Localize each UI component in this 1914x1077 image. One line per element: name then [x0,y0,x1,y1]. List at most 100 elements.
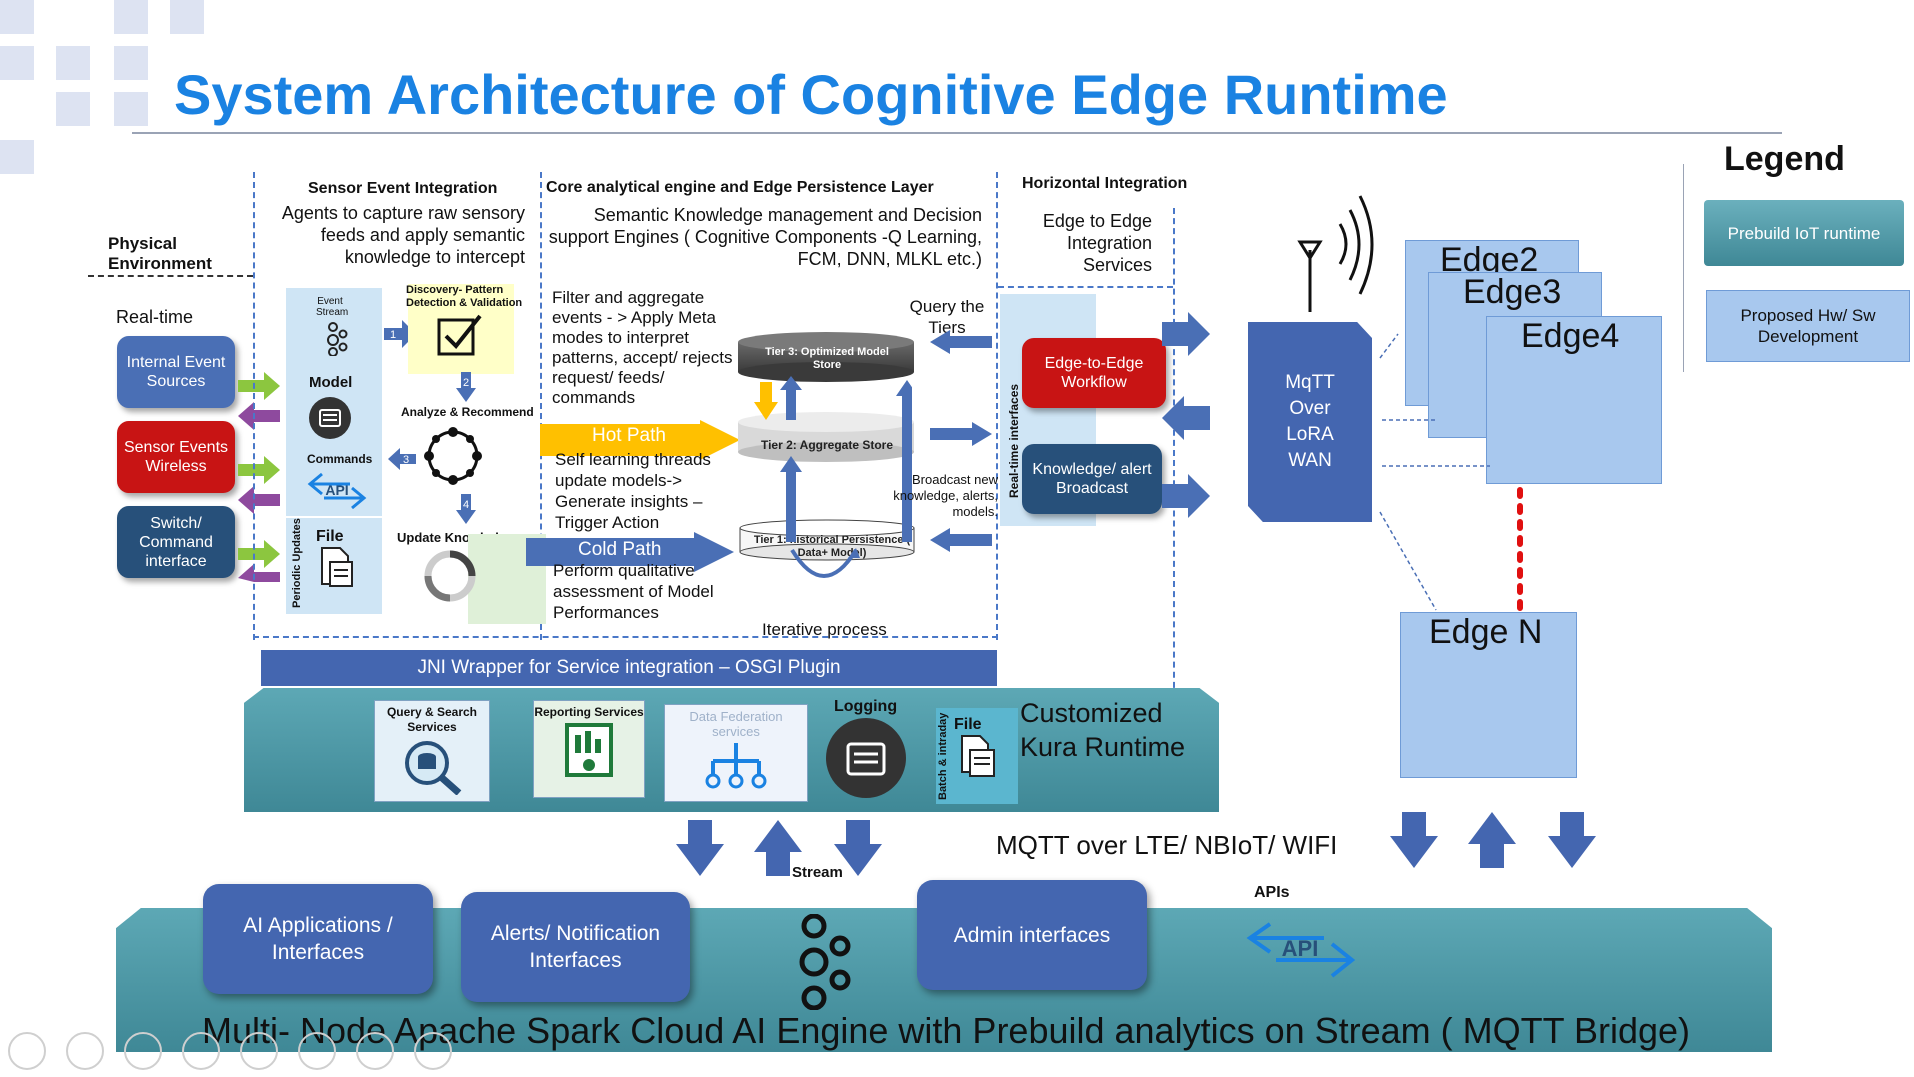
event-stream-label: Event Stream [316,296,349,318]
kura-file-icon [961,735,995,777]
legend-prebuild: Prebuild IoT runtime [1704,200,1904,266]
tier2-label: Tier 2: Aggregate Store [760,438,894,452]
page-title: System Architecture of Cognitive Edge Ru… [174,63,1448,126]
model-label: Model [309,374,353,391]
cycle-icon [424,427,482,485]
edge4-label: Edge4 [1521,317,1620,355]
mqtt-lte-arrows [1390,812,1596,868]
subtitles-icon[interactable] [298,1032,336,1070]
api-icon-label: API [325,482,348,498]
step-arrow-4: 4 [456,494,476,524]
realtime-interfaces-label: Real-time interfaces [1007,383,1021,498]
analyze-label: Analyze & Recommend [401,405,534,419]
source-sensor-events: Sensor Events Wireless [117,421,235,493]
iterative-label: Iterative process [762,620,887,639]
filter-text: Filter and aggregate events - > Apply Me… [552,288,733,407]
batch-intraday-label: Batch & intraday [937,712,949,800]
core-desc: Semantic Knowledge management and Decisi… [548,205,982,269]
step-arrow-2: 2 [456,372,476,402]
svg-text:3: 3 [403,454,409,466]
step-arrow-3: 3 [388,448,416,470]
query-search-service: Query & Search Services [374,700,490,802]
cold-path-arrow [526,532,734,572]
camera-icon[interactable] [356,1032,394,1070]
iterative-loop-icon [790,548,860,578]
tier3-label: Tier 3: Optimized Model Store [765,346,889,371]
reporting-label: Reporting Services [534,705,644,719]
stream-arrows [676,820,882,876]
commands-label: Commands [307,452,373,466]
legend-proposed: Proposed Hw/ Sw Development [1706,290,1910,362]
more-options-icon[interactable] [414,1032,452,1070]
edge-workflow-box: Edge-to-Edge Workflow [1022,338,1166,408]
sensor-desc: Agents to capture raw sensory feeds and … [281,203,525,267]
query-tiers-label: Query the Tiers [909,297,985,337]
cold-path-text: Perform qualitative assessment of Model … [553,561,714,622]
svg-text:2: 2 [463,377,469,389]
kafka-icon [327,322,348,356]
logging-icon [826,718,906,798]
knowledge-broadcast-box: Knowledge/ alert Broadcast [1022,444,1162,514]
hot-path-text: Self learning threads update models-> Ge… [555,450,711,532]
report-icon [565,723,613,777]
alerts-notification-button: Alerts/ Notification Interfaces [461,892,690,1002]
core-to-realtime-arrows [930,330,992,552]
file-icon [321,547,353,587]
mqtt-lora-label: MqTT Over LoRA WAN [1285,372,1335,471]
cold-path-label: Cold Path [578,539,662,560]
reporting-service: Reporting Services [533,700,645,798]
loading-icon [424,550,476,602]
periodic-updates-label: Periodic Updates [291,518,303,608]
edgeN-box: Edge N [1400,612,1577,778]
title-divider [132,132,1782,134]
jni-wrapper-bar: JNI Wrapper for Service integration – OS… [261,650,997,686]
core-header: Core analytical engine and Edge Persiste… [546,179,934,196]
ai-applications-button: AI Applications / Interfaces [203,884,433,994]
kura-file-label: File [954,716,982,733]
antenna-icon [1297,195,1374,312]
slides-icon[interactable] [182,1032,220,1070]
persistence-tiers [738,332,915,561]
data-federation-service: Data Federation services [664,704,808,802]
mqtt-lora-box: MqTT Over LoRA WAN [1248,322,1372,522]
broadcast-new-label: Broadcast new knowledge, alerts, models. [893,472,998,519]
discovery-label: Discovery- Pattern Detection & Validatio… [406,284,523,309]
model-icon [309,397,351,439]
zoom-icon[interactable] [240,1032,278,1070]
sensor-header: Sensor Event Integration [308,180,498,197]
kafka-cloud-icon [799,914,851,1010]
cloud-api-icon: API [1246,922,1356,978]
cloud-api-icon-label: API [1282,936,1319,961]
api-icon: API [307,472,367,510]
realtime-label: Real-time [116,307,194,327]
horizontal-arrows [1162,312,1210,518]
hot-path-arrow [540,420,740,460]
stream-label: Stream [792,864,843,881]
prev-slide-icon[interactable] [8,1032,46,1070]
next-slide-icon[interactable] [66,1032,104,1070]
logging-label: Logging [834,698,898,715]
search-database-icon [405,741,462,796]
horizontal-desc: Edge to Edge Integration Services [1042,211,1152,275]
horizontal-header: Horizontal Integration [1022,175,1188,192]
file-label: File [316,528,344,545]
network-icon [705,743,767,789]
edgeN-label: Edge N [1429,613,1543,651]
svg-text:4: 4 [463,499,469,511]
edge4-box: Edge4 [1486,316,1662,484]
physical-environment-label: Physical Environment [108,234,212,273]
source-arrows [238,372,280,582]
source-internal-events: Internal Event Sources [117,336,235,408]
legend-title: Legend [1724,140,1845,178]
data-federation-label: Data Federation services [689,709,783,739]
apis-label: APIs [1254,884,1290,901]
kura-title: Customized Kura Runtime [1020,698,1186,762]
checkbox-icon [437,314,482,356]
source-switch-command: Switch/ Command interface [117,506,235,578]
hot-path-label: Hot Path [592,425,666,446]
svg-text:1: 1 [390,329,396,341]
tier-arrows [754,376,912,542]
edge-connectors [1379,333,1523,615]
pen-icon[interactable] [124,1032,162,1070]
mqtt-lte-label: MQTT over LTE/ NBIoT/ WIFI [996,830,1338,860]
